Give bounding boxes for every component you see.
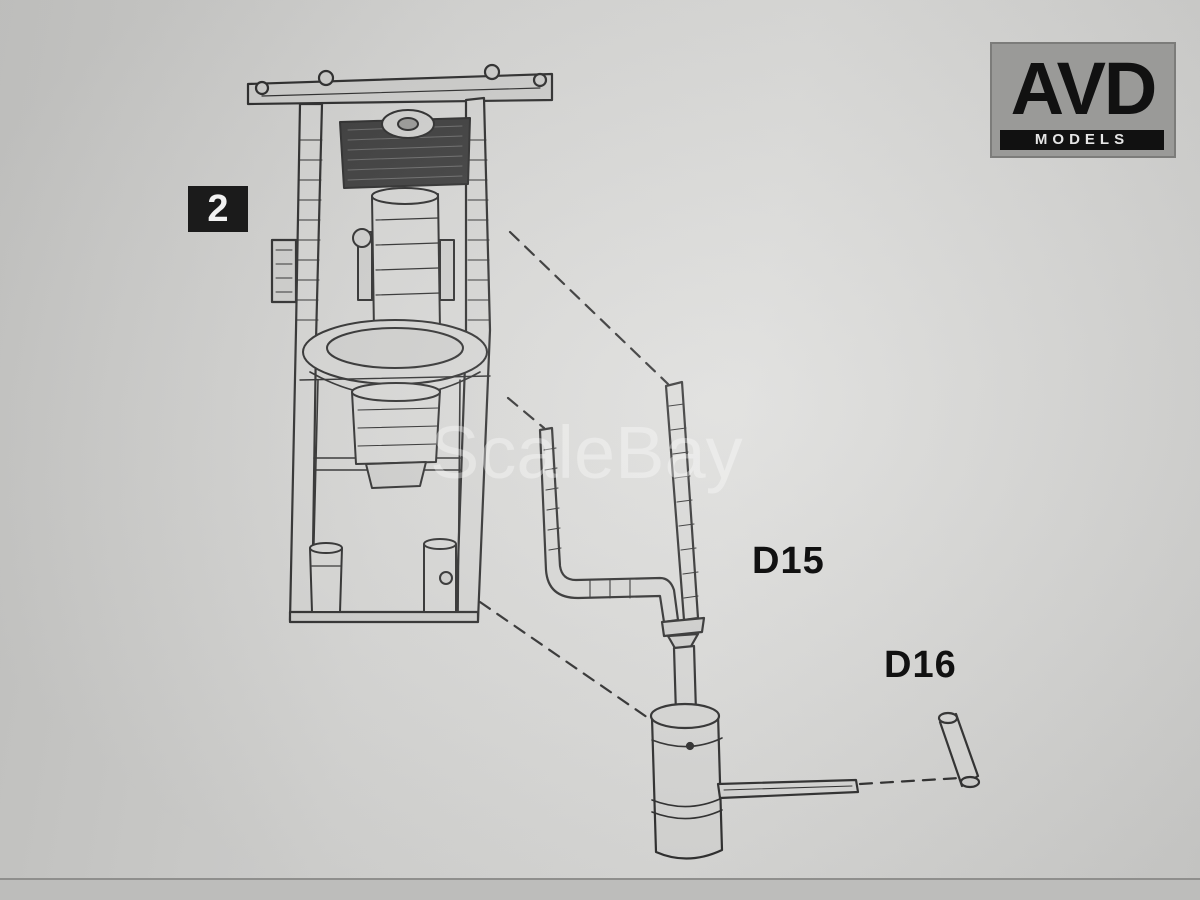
assembly-guides (478, 230, 962, 786)
logo-sub-text: MODELS (1000, 130, 1164, 150)
part-d16-tube (937, 711, 981, 789)
page-bottom-edge (0, 878, 1200, 900)
step-number-badge: 2 (188, 186, 248, 232)
watermark-text: ScaleBay (430, 411, 743, 494)
rear-mounts (309, 538, 457, 613)
part-label-d16: D16 (884, 644, 957, 686)
part-label-d15: D15 (752, 540, 825, 582)
part-d15-exhaust (538, 380, 860, 860)
logo-main-text: AVD (1010, 47, 1158, 130)
brand-logo: AVD MODELS (990, 42, 1176, 158)
engine-block (299, 109, 491, 489)
